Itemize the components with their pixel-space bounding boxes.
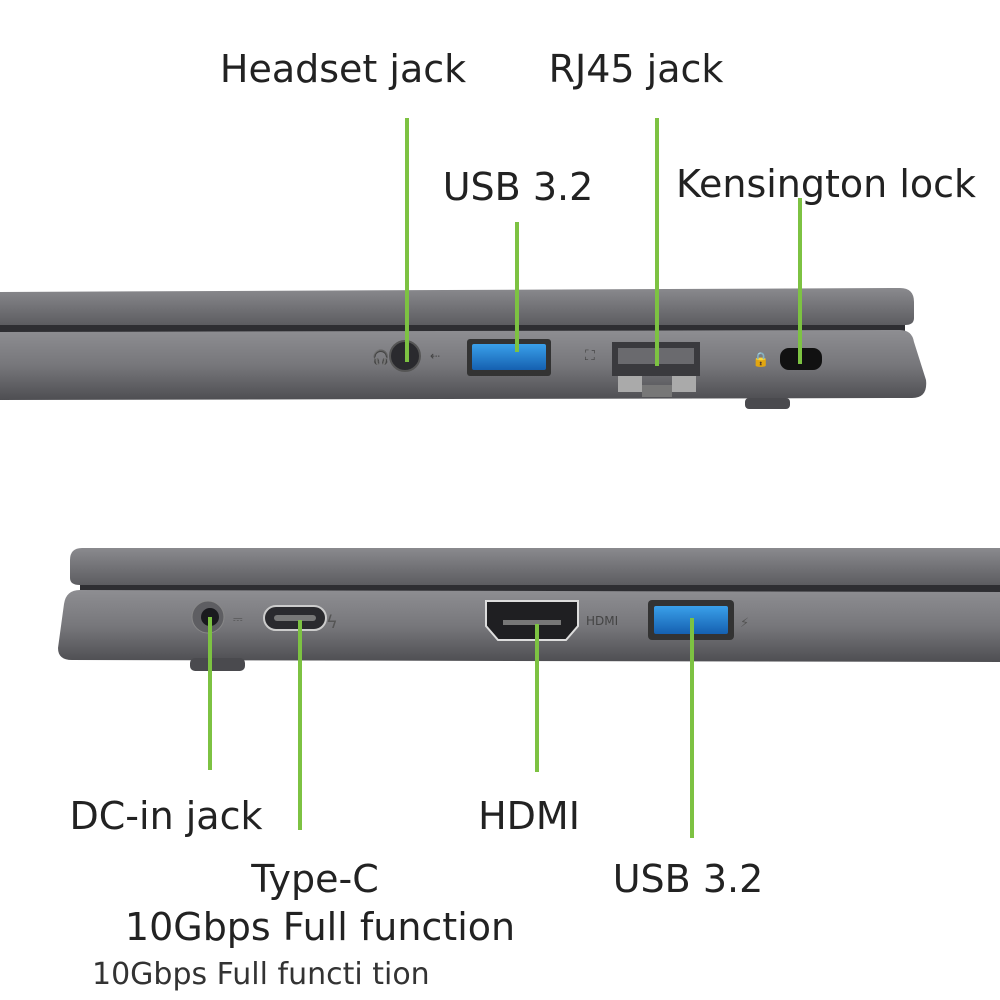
foot xyxy=(190,658,245,671)
label-usb-top: USB 3.2 xyxy=(442,165,594,209)
hinge-gap xyxy=(80,585,1000,592)
leader-lines xyxy=(208,118,802,838)
label-type-c: Type-C xyxy=(251,857,379,901)
label-headset-jack: Headset jack xyxy=(219,47,467,91)
hinge-gap xyxy=(0,325,905,332)
foot xyxy=(745,398,790,409)
label-usb-bottom: USB 3.2 xyxy=(612,857,764,901)
laptop-right-side: 🎧 ⇠ ⛶ 🔒 xyxy=(0,288,927,409)
usb-charge-symbol-icon: ⚡ xyxy=(740,616,749,631)
lid xyxy=(0,288,914,327)
usb-port-top-insert xyxy=(472,344,546,370)
thunderbolt-symbol-icon: ϟ xyxy=(326,612,338,633)
rj45-port-clip-right xyxy=(672,376,696,392)
label-rj45-jack: RJ45 jack xyxy=(548,47,724,91)
dc-symbol-icon: ⎓ xyxy=(233,612,243,626)
laptop-left-side: ⎓ ϟ HDMI ⚡ xyxy=(58,548,1000,671)
label-kensington-lock: Kensington lock xyxy=(675,162,977,206)
rj45-port-latch xyxy=(642,385,672,397)
usb-symbol-icon: ⇠ xyxy=(430,349,440,363)
network-symbol-icon: ⛶ xyxy=(585,348,595,364)
lid xyxy=(70,548,1000,587)
label-hdmi: HDMI xyxy=(478,794,580,838)
hdmi-port-contacts xyxy=(503,620,561,625)
rj45-port-clip-left xyxy=(618,376,642,392)
hdmi-symbol-icon: HDMI xyxy=(586,614,618,628)
lock-symbol-icon: 🔒 xyxy=(752,352,769,368)
label-type-c-detail: 10Gbps Full function xyxy=(124,905,516,949)
label-dc-in-jack: DC-in jack xyxy=(69,794,263,838)
headset-symbol-icon: 🎧 xyxy=(372,349,389,366)
ghost-text-artifact: 10Gbps Full functi tion xyxy=(92,960,430,992)
type-c-port-tongue xyxy=(274,615,316,621)
